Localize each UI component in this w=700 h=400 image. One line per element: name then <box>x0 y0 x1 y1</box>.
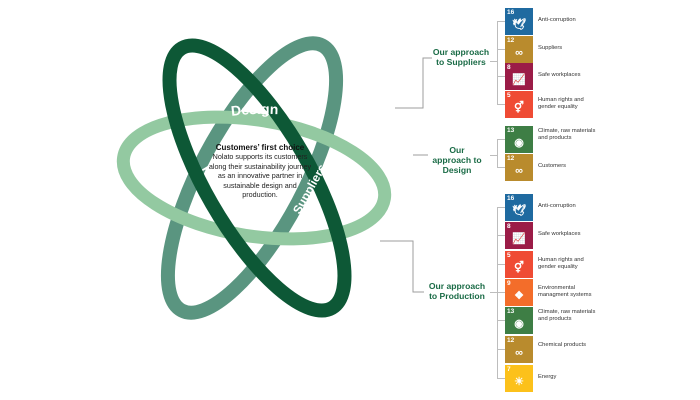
goal-label: Climate, raw materials and products <box>538 308 596 323</box>
bracket-tick <box>497 349 505 350</box>
sdg-goal-tile: 7☀ <box>505 365 533 392</box>
infinity-icon: ∞ <box>515 347 523 359</box>
sdg-goal-tile: 5⚥ <box>505 91 533 118</box>
goal-label: Customers <box>538 163 567 170</box>
goal-label: Human rights and gender equality <box>538 96 584 110</box>
bracket-tick <box>497 167 505 168</box>
sdg-goal-tile: 9❖ <box>505 279 533 306</box>
goal-number: 12 <box>507 155 515 162</box>
design-loop <box>116 110 392 246</box>
goal-number: 16 <box>507 195 515 202</box>
suppliers-approach-title: Our approach to Suppliers <box>432 47 490 67</box>
bracket-stem <box>490 292 497 293</box>
center-body: Nolato supports its customers along thei… <box>208 152 312 200</box>
center-text: Customers’ first choice Nolato supports … <box>208 143 312 199</box>
goal-number: 9 <box>507 280 511 287</box>
bracket-tick <box>497 320 505 321</box>
bracket-tick <box>497 292 505 293</box>
sdg-goal-tile: 12∞ <box>505 154 533 181</box>
goal-label: Safe workplaces <box>538 72 581 79</box>
center-title: Customers’ first choice <box>215 143 305 152</box>
sun-icon: ☀ <box>514 376 524 388</box>
gender-equality-icon: ⚥ <box>514 102 524 114</box>
goal-label: Energy <box>538 374 557 381</box>
infinity-icon: ∞ <box>515 47 523 59</box>
eye-earth-icon: ◉ <box>514 137 524 149</box>
goal-label: Suppliers <box>538 45 563 52</box>
growth-chart-icon: 📈 <box>512 233 526 245</box>
bracket-tick <box>497 207 505 208</box>
growth-chart-icon: 📈 <box>512 74 526 86</box>
gender-equality-icon: ⚥ <box>514 262 524 274</box>
goal-label: Anti-corruption <box>538 203 576 210</box>
bracket-tick <box>497 21 505 22</box>
sdg-goal-tile: 8📈 <box>505 63 533 90</box>
bracket-line <box>497 139 498 167</box>
bracket-stem <box>490 61 497 62</box>
goal-label: Safe workplaces <box>538 231 581 238</box>
connector-lines <box>380 57 432 293</box>
infinity-icon: ∞ <box>515 165 523 177</box>
bracket-tick <box>497 49 505 50</box>
sdg-goal-tile: 13 ◉ <box>505 307 533 334</box>
goal-number: 16 <box>507 9 515 16</box>
dove-icon: 🕊 <box>512 19 526 31</box>
goal-number: 7 <box>507 366 511 373</box>
goal-label: Environmental managment systems <box>538 284 592 298</box>
production-loop <box>162 38 352 318</box>
eye-earth-icon: ◉ <box>514 318 524 330</box>
goal-number: 8 <box>507 64 511 71</box>
sdg-goal-tile: 16 🕊 <box>505 194 533 221</box>
goal-number: 5 <box>507 92 511 99</box>
production-approach-title: Our approach to Production <box>428 281 486 301</box>
bracket-tick <box>497 235 505 236</box>
sdg-goal-tile: 13 ◉ <box>505 126 533 153</box>
suppliers-loop <box>160 36 344 320</box>
goal-number: 5 <box>507 252 511 259</box>
sdg-goal-tile: 12∞ <box>505 336 533 363</box>
design-approach-title: Our approach to Design <box>432 145 482 175</box>
bracket-tick <box>497 264 505 265</box>
goal-label: Climate, raw materials and products <box>538 127 596 142</box>
cubes-icon: ❖ <box>514 290 524 302</box>
goal-number: 13 <box>507 127 515 134</box>
goal-label: Chemical products <box>538 341 587 348</box>
bracket-tick <box>497 104 505 105</box>
bracket-tick <box>497 378 505 379</box>
bracket-tick <box>497 139 505 140</box>
goal-number: 13 <box>507 308 515 315</box>
bracket-line <box>497 21 498 104</box>
dove-icon: 🕊 <box>512 205 526 217</box>
sdg-goal-tile: 12∞ <box>505 36 533 63</box>
design-loop-label: Design <box>230 101 279 119</box>
goal-number: 12 <box>507 337 515 344</box>
bracket-stem <box>490 155 497 156</box>
sdg-goal-tile: 5⚥ <box>505 251 533 278</box>
sdg-goal-tile: 8📈 <box>505 222 533 249</box>
goal-number: 8 <box>507 223 511 230</box>
bracket-tick <box>497 76 505 77</box>
goal-label: Anti-corruption <box>538 17 576 24</box>
goal-number: 12 <box>507 37 515 44</box>
sdg-goal-tile: 16 🕊 <box>505 8 533 35</box>
goal-label: Human rights and gender equality <box>538 256 584 270</box>
